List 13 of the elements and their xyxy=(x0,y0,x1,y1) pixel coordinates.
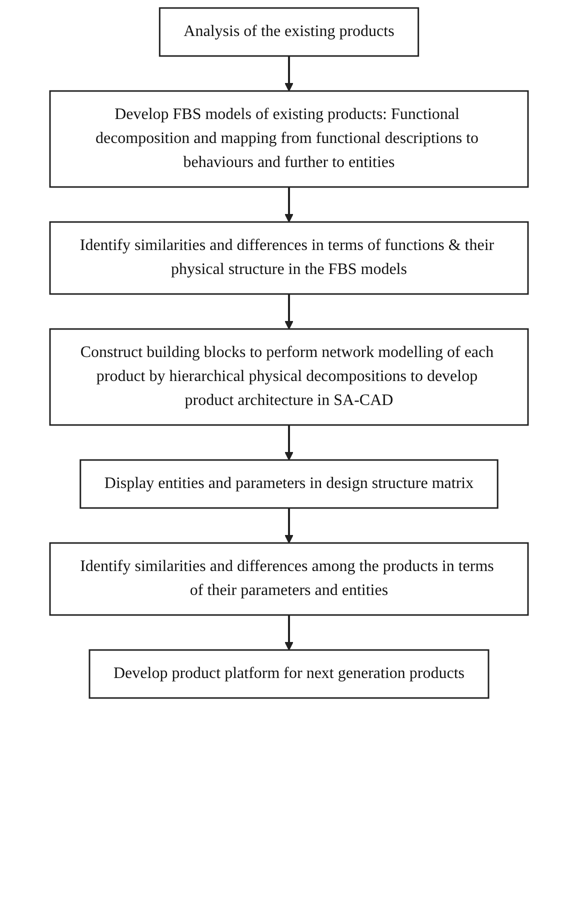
arrow xyxy=(284,187,294,222)
node-box: Develop product platform for next generation products xyxy=(88,649,490,699)
node-box: Display entities and parameters in design structure matrix xyxy=(80,459,498,509)
arrow xyxy=(284,615,294,650)
node-box: Construct building blocks to perform network modelling of each product by hierarchical physical decompositions to develop product architecture in SA-CAD xyxy=(49,328,529,426)
node-box: Develop FBS models of existing products: Functional decomposition and mapping from functional descriptions to behaviours and further to entities xyxy=(49,90,529,188)
node-box: Analysis of the existing products xyxy=(158,7,420,57)
arrow xyxy=(284,425,294,460)
arrow xyxy=(284,294,294,330)
node-box: Identify similarities and differences in terms of functions & their physical structure in the FBS models xyxy=(49,221,529,295)
node-box: Identify similarities and differences among the products in terms of their parameters and entities xyxy=(49,542,529,616)
arrow xyxy=(284,56,294,92)
arrow xyxy=(284,508,294,544)
